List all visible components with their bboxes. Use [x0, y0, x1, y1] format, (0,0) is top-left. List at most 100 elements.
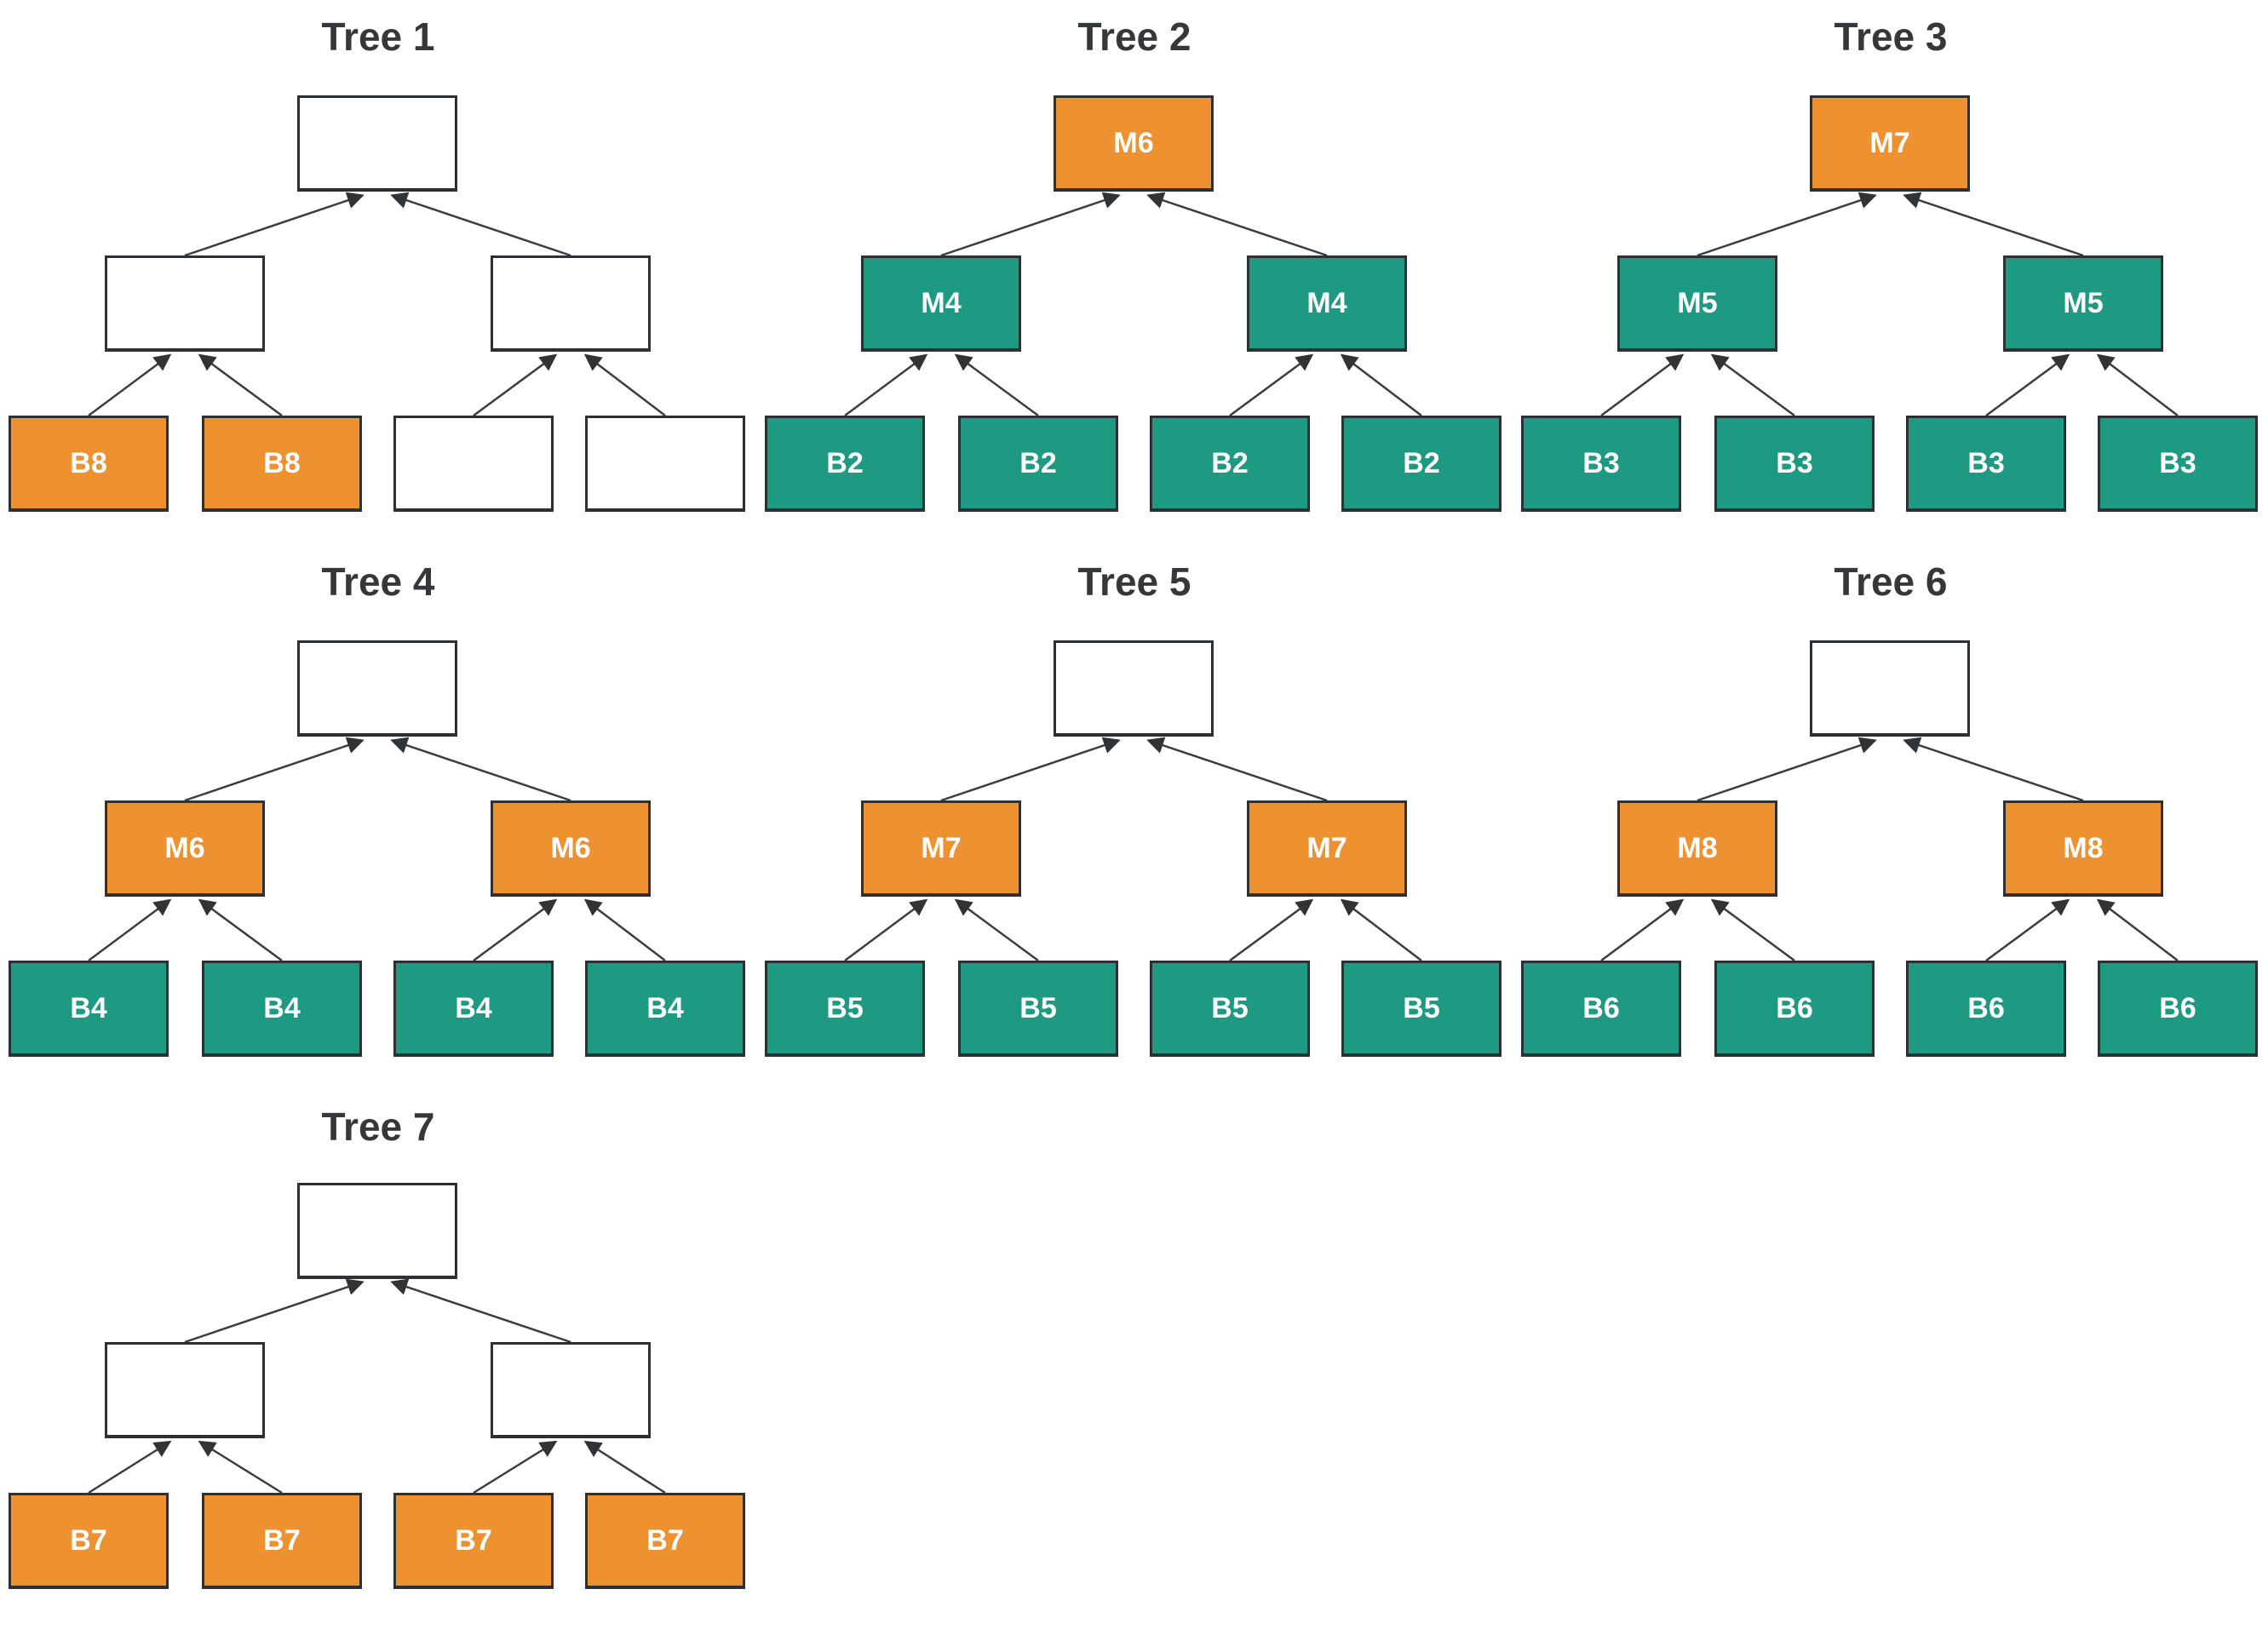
edge-leaf-3-to-mid-right [1229, 898, 1314, 962]
tree-1-root-node [297, 95, 457, 192]
edge-leaf-1-to-mid-left [1600, 898, 1685, 962]
tree-6-root-node [1810, 640, 1970, 737]
edge-mid-right-to-root [1146, 192, 1328, 257]
edge-leaf-2-to-mid-left [198, 898, 283, 962]
tree-4-middle-node-right: M6 [491, 800, 651, 897]
tree-2-leaf-node-4: B2 [1341, 416, 1501, 512]
tree-5-leaf-node-2: B5 [958, 961, 1118, 1057]
edge-leaf-4-to-mid-right [2096, 353, 2179, 416]
edge-leaf-1-to-mid-left [88, 1440, 172, 1494]
tree-2-leaf-node-1: B2 [765, 416, 925, 512]
tree-6-leaf-node-2: B6 [1714, 961, 1875, 1057]
tree-6-middle-node-right: M8 [2003, 800, 2163, 897]
tree-4: Tree 4 M6 M6 B4 B4 B4 B4 [0, 545, 756, 1090]
tree-5: Tree 5 M7 M7 B5 B5 B5 B5 [756, 545, 1513, 1090]
tree-3-leaf-node-1: B3 [1521, 416, 1681, 512]
tree-7-root-node [297, 1183, 457, 1279]
edge-leaf-1-to-mid-left [1600, 353, 1685, 417]
tree-6-leaf-node-3: B6 [1906, 961, 2066, 1057]
edge-leaf-4-to-mid-right [583, 353, 666, 416]
edge-leaf-2-to-mid-left [198, 1440, 283, 1494]
tree-1-leaf-node-1: B8 [9, 416, 169, 512]
edge-mid-right-to-root [1903, 192, 2084, 257]
edge-leaf-1-to-mid-left [844, 353, 928, 417]
tree-6: Tree 6 M8 M8 B6 B6 B6 B6 [1513, 545, 2268, 1090]
tree-3-leaf-node-3: B3 [1906, 416, 2066, 512]
tree-2-root-node: M6 [1054, 95, 1214, 192]
tree-7-edges [88, 1278, 666, 1494]
edge-leaf-3-to-mid-right [1985, 353, 2070, 417]
tree-4-edges [88, 737, 666, 962]
tree-7-title: Tree 7 [321, 1104, 435, 1149]
tree-1-leaf-node-3 [393, 416, 554, 512]
tree-5-title: Tree 5 [1077, 559, 1191, 604]
tree-4-leaf-node-3: B4 [393, 961, 554, 1057]
tree-6-edges [1600, 737, 2179, 962]
edge-leaf-3-to-mid-right [1985, 898, 2070, 962]
tree-3-title: Tree 3 [1834, 14, 1948, 59]
edge-mid-left-to-root [184, 1278, 365, 1344]
tree-5-leaf-node-4: B5 [1341, 961, 1501, 1057]
edge-leaf-3-to-mid-right [1229, 353, 1314, 417]
tree-6-leaf-node-1: B6 [1521, 961, 1681, 1057]
edge-leaf-3-to-mid-right [473, 1440, 558, 1494]
edge-leaf-2-to-mid-left [954, 898, 1039, 962]
tree-3-middle-node-left: M5 [1617, 255, 1777, 352]
tree-5-middle-node-right: M7 [1247, 800, 1407, 897]
edge-leaf-3-to-mid-right [473, 353, 558, 417]
tree-1-title: Tree 1 [321, 14, 435, 59]
edge-mid-left-to-root [940, 737, 1121, 802]
edge-leaf-4-to-mid-right [2096, 898, 2179, 961]
edge-leaf-2-to-mid-left [198, 353, 283, 417]
edge-mid-left-to-root [940, 192, 1121, 257]
tree-1-leaf-node-2: B8 [202, 416, 362, 512]
tree-4-leaf-node-4: B4 [585, 961, 745, 1057]
tree-5-middle-node-left: M7 [861, 800, 1021, 897]
tree-5-root-node [1054, 640, 1214, 737]
tree-3-leaf-node-4: B3 [2098, 416, 2258, 512]
edge-leaf-4-to-mid-right [583, 898, 666, 961]
edge-mid-right-to-root [1903, 737, 2084, 802]
edge-leaf-4-to-mid-right [583, 1440, 666, 1494]
tree-2-middle-node-left: M4 [861, 255, 1021, 352]
tree-1-leaf-node-4 [585, 416, 745, 512]
edge-leaf-3-to-mid-right [473, 898, 558, 962]
tree-1-middle-node-left [105, 255, 265, 352]
tree-1-middle-node-right [491, 255, 651, 352]
tree-2-middle-node-right: M4 [1247, 255, 1407, 352]
tree-7: Tree 7 B7 B7 B7 B7 [0, 1090, 756, 1635]
tree-6-title: Tree 6 [1834, 559, 1948, 604]
edge-leaf-2-to-mid-left [954, 353, 1039, 417]
edge-mid-left-to-root [1697, 737, 1877, 802]
edge-mid-right-to-root [390, 737, 571, 802]
tree-2-edges [844, 192, 1422, 417]
tree-6-middle-node-left: M8 [1617, 800, 1777, 897]
tree-3-edges [1600, 192, 2179, 417]
tree-4-title: Tree 4 [321, 559, 435, 604]
tree-4-root-node [297, 640, 457, 737]
tree-3-root-node: M7 [1810, 95, 1970, 192]
edge-leaf-2-to-mid-left [1710, 353, 1795, 417]
tree-7-middle-node-right [491, 1342, 651, 1438]
edge-mid-left-to-root [184, 192, 365, 257]
tree-5-edges [844, 737, 1422, 962]
tree-7-leaf-node-3: B7 [393, 1493, 554, 1589]
tree-1-edges [88, 192, 666, 417]
tree-6-leaf-node-4: B6 [2098, 961, 2258, 1057]
edge-mid-right-to-root [390, 1278, 571, 1344]
edge-leaf-1-to-mid-left [88, 353, 172, 417]
tree-7-leaf-node-4: B7 [585, 1493, 745, 1589]
tree-4-leaf-node-2: B4 [202, 961, 362, 1057]
edge-leaf-2-to-mid-left [1710, 898, 1795, 962]
edge-leaf-4-to-mid-right [1340, 353, 1422, 416]
tree-7-leaf-node-1: B7 [9, 1493, 169, 1589]
edge-mid-left-to-root [184, 737, 365, 802]
tree-3-leaf-node-2: B3 [1714, 416, 1875, 512]
edge-leaf-1-to-mid-left [88, 898, 172, 962]
edge-mid-right-to-root [1146, 737, 1328, 802]
edge-mid-right-to-root [390, 192, 571, 257]
tree-4-leaf-node-1: B4 [9, 961, 169, 1057]
tree-3-middle-node-right: M5 [2003, 255, 2163, 352]
tree-2: Tree 2 M6 M4 M4 B2 B2 B2 B2 [756, 0, 1513, 545]
tree-2-leaf-node-3: B2 [1150, 416, 1310, 512]
